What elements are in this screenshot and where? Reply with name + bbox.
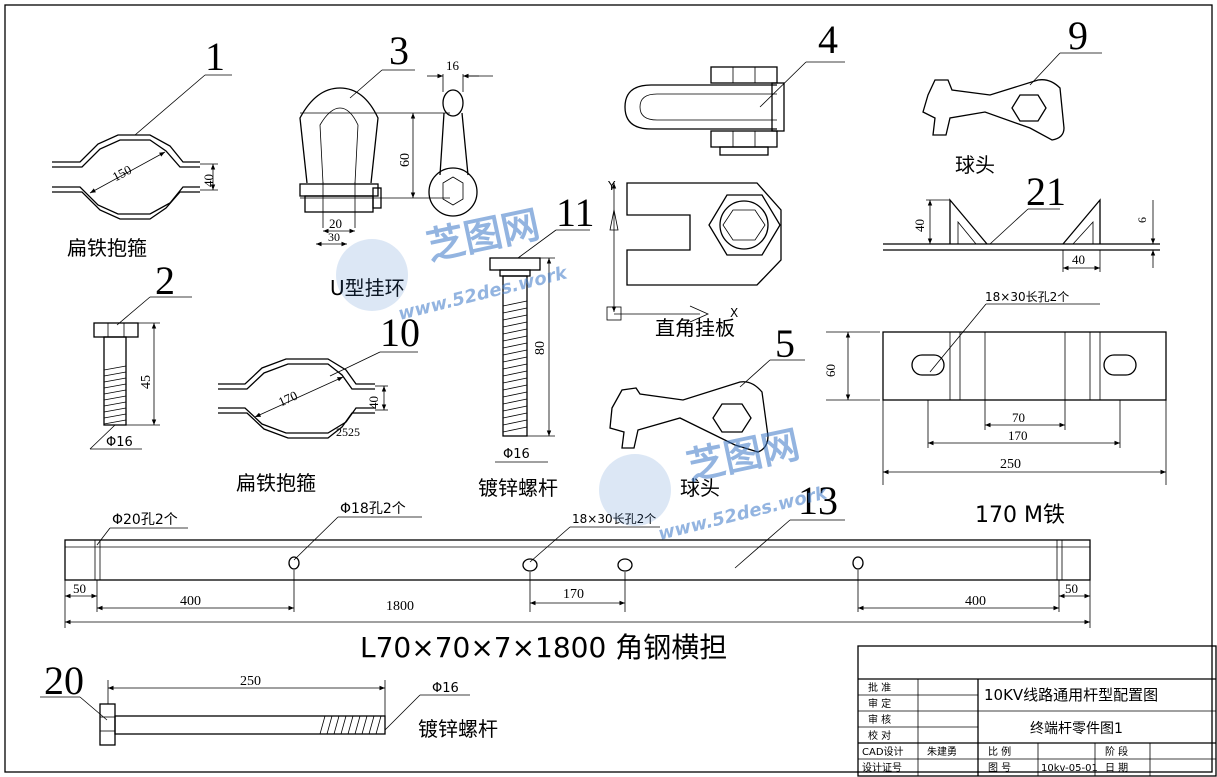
dim-60: 60 <box>398 153 413 167</box>
callout-13: 13 <box>798 478 838 523</box>
dim-phi16-bolt11: Φ16 <box>503 447 530 462</box>
label-angle-steel: L70×70×7×1800 角钢横担 <box>360 631 727 664</box>
dim-50-right: 50 <box>1065 581 1078 596</box>
callout-1: 1 <box>205 34 225 79</box>
callout-5: 5 <box>775 321 795 366</box>
tb-number-label: 图 号 <box>988 762 1011 774</box>
tb-audit-label: 审 核 <box>868 713 891 726</box>
svg-text:X: X <box>730 306 738 320</box>
tb-check-label: 校 对 <box>868 729 891 742</box>
part-1-flat-iron-clamp: 150 40 1 扁铁抱箍 <box>52 34 232 260</box>
dim-6: 6 <box>1135 217 1149 223</box>
part-5-ball-head: 5 球头 <box>609 321 805 500</box>
callout-2: 2 <box>155 258 175 303</box>
part-4-clevis: 4 <box>624 17 845 156</box>
dim-170-clamp: 170 <box>276 388 300 410</box>
tb-stage-label: 阶 段 <box>1105 745 1128 758</box>
dim-400-left: 400 <box>180 594 201 609</box>
dim-250-bolt20: 250 <box>240 674 261 689</box>
label-plate: 直角挂板 <box>655 316 735 340</box>
dim-70-m-iron: 70 <box>1012 410 1025 425</box>
part-11-galvanized-bolt: 80 Φ16 11 镀锌螺杆 <box>478 190 595 500</box>
callout-9: 9 <box>1068 13 1088 58</box>
tb-scale-label: 比 例 <box>988 745 1011 758</box>
part-2-bolt: 45 Φ16 2 <box>89 258 192 450</box>
callout-21: 21 <box>1026 169 1066 214</box>
tb-cad-label: CAD设计 <box>862 745 904 758</box>
dim-400-right: 400 <box>965 594 986 609</box>
label-u-ring: U型挂环 <box>330 276 405 300</box>
part-right-angle-plate: Y X 直角挂板 <box>606 179 782 340</box>
tb-date-label: 日 期 <box>1105 762 1128 774</box>
dim-60-m-iron: 60 <box>823 364 838 377</box>
dim-phi18-holes: Φ18孔2个 <box>340 501 406 517</box>
dim-slot-m-iron: 18×30长孔2个 <box>985 290 1069 304</box>
dim-16: 16 <box>446 58 460 73</box>
label-bolt-20: 镀锌螺杆 <box>418 717 498 741</box>
label-clamp-2: 扁铁抱箍 <box>236 471 316 495</box>
dim-50-left: 50 <box>73 581 86 596</box>
label-m-iron: 170 M铁 <box>975 503 1065 528</box>
tb-review-label: 审 定 <box>868 697 891 710</box>
callout-4: 4 <box>818 17 838 62</box>
label-clamp-1: 扁铁抱箍 <box>67 236 147 260</box>
part-10-flat-iron-clamp: 170 40 2525 10 扁铁抱箍 <box>218 310 420 495</box>
dim-150: 150 <box>110 162 134 184</box>
tb-drawing-title: 终端杆零件图1 <box>1030 721 1123 737</box>
tb-cad-name: 朱建勇 <box>927 745 957 758</box>
dim-40-bracket: 40 <box>912 219 927 232</box>
tb-number-value: 10kv-05-01 <box>1041 763 1098 774</box>
svg-text:Y: Y <box>607 179 616 193</box>
label-ball-head-1: 球头 <box>955 153 995 177</box>
dim-phi20-holes: Φ20孔2个 <box>112 512 178 528</box>
part-21-angle-bracket: 40 40 6 21 <box>883 169 1160 272</box>
title-block: 批 准 审 定 审 核 校 对 CAD设计 朱建勇 设计证号 10KV线路通用杆… <box>857 645 1217 777</box>
tb-approve-label: 批 准 <box>868 681 891 694</box>
watermark-brand-2: 芝图网 <box>683 422 804 489</box>
dim-slot-angle: 18×30长孔2个 <box>572 512 656 526</box>
dim-30: 30 <box>328 230 340 244</box>
dim-170-m-iron: 170 <box>1008 428 1028 443</box>
dim-40: 40 <box>201 174 216 187</box>
watermark-1: 芝图网 www.52des.work <box>336 202 570 325</box>
callout-11: 11 <box>556 190 595 235</box>
dim-250-m-iron: 250 <box>1000 457 1021 472</box>
dim-40-clamp10: 40 <box>366 396 381 409</box>
tb-cert-label: 设计证号 <box>862 761 902 774</box>
part-9-ball-head: 9 球头 <box>922 13 1102 177</box>
dim-1800: 1800 <box>386 599 414 614</box>
dim-40-bracket-w: 40 <box>1072 252 1085 267</box>
dim-2525: 2525 <box>336 425 360 439</box>
part-20-galvanized-bolt: 250 Φ16 20 镀锌螺杆 <box>40 658 498 746</box>
label-ball-head-2: 球头 <box>680 476 720 500</box>
callout-3: 3 <box>389 28 409 73</box>
dim-45: 45 <box>139 375 154 389</box>
dim-80: 80 <box>533 341 548 355</box>
part-3-u-ring: 60 20 30 16 3 U型挂环 <box>299 28 493 300</box>
watermark-url-1: www.52des.work <box>396 262 570 325</box>
dim-phi16: Φ16 <box>106 435 133 450</box>
part-m-iron-170: 18×30长孔2个 60 70 170 250 170 M铁 <box>823 290 1167 528</box>
sheet-border <box>4 4 1213 773</box>
dim-20: 20 <box>329 216 342 231</box>
tb-project-title: 10KV线路通用杆型配置图 <box>984 686 1158 704</box>
dim-170-slots: 170 <box>563 587 584 602</box>
watermark-2: 芝图网 www.52des.work <box>599 422 830 545</box>
part-13-angle-steel-crossarm: Φ20孔2个 Φ18孔2个 18×30长孔2个 13 50 400 170 40… <box>64 478 1091 664</box>
dim-phi16-bolt20: Φ16 <box>432 681 459 696</box>
label-bolt-11: 镀锌螺杆 <box>478 476 558 500</box>
callout-20: 20 <box>44 658 84 703</box>
callout-10: 10 <box>380 310 420 355</box>
